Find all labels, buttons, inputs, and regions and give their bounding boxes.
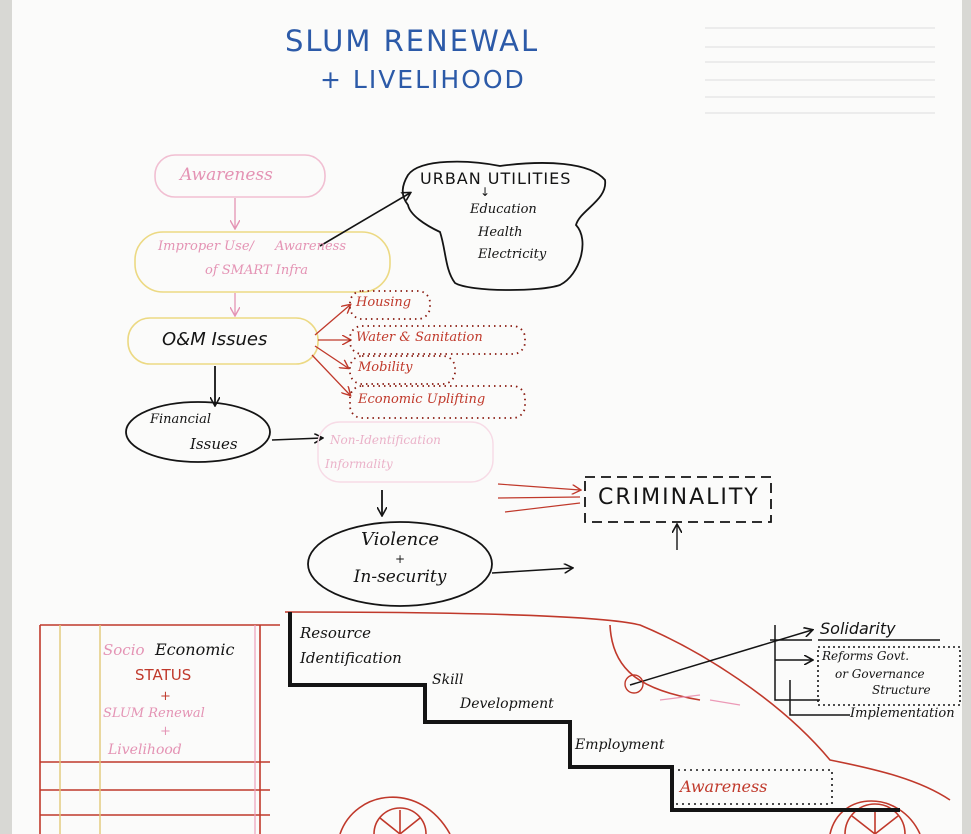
paper-sheet [12,0,962,834]
structure-label: Structure [872,683,931,697]
om-issues-node [127,317,319,365]
urban-utilities-title: URBAN UTILITIES [420,169,572,188]
governance-label: or Governance [835,667,925,681]
faded-corner-table [705,27,935,114]
criminality-node [584,476,772,523]
reforms-label: Reforms Govt. [822,649,910,663]
om-issues-label: O&M Issues [162,329,268,350]
criminality-label: CRIMINALITY [598,485,760,510]
step-label: Identification [300,649,402,667]
socio-label: Socio [103,641,145,659]
bottom-left-frame [39,624,280,834]
livelihood-label: Livelihood [108,742,182,758]
urban-utilities-item: Education [470,202,537,217]
step-label: Development [460,696,554,712]
financial-issues-node [125,401,271,463]
slum-renewal-label: SLUM Renewal [103,706,205,721]
informality-label: Informality [325,457,393,471]
urban-utilities-item: Health [478,225,523,240]
housing-node [349,290,431,320]
improper-use-label-3: of SMART Infra [205,263,309,278]
urban-utilities-cloud [401,160,606,291]
step-label: Resource [300,624,372,642]
insecurity-label: In-security [353,567,447,587]
non-identification-label: Non-Identification [330,433,441,447]
staircase-steps [288,612,900,812]
arrow-to-urban-utilities [319,193,410,247]
arrow-financial-nonid [271,438,322,440]
housing-label: Housing [356,295,412,310]
status-label: STATUS [135,666,192,684]
implementation-label: Implementation [850,706,955,721]
improper-use-label-2: Awareness [275,239,346,254]
economic-label: Economic [155,640,235,659]
violence-plus: + [394,552,406,566]
awareness-top-label: Awareness [180,165,273,185]
non-identification-node [317,421,494,483]
left-edge [0,0,12,834]
financial-issues-label-1: Financial [150,412,212,427]
water-sanitation-label: Water & Sanitation [356,330,483,345]
awareness-step-box [671,769,833,805]
violence-label: Violence [360,529,439,550]
step-label: Awareness [680,777,768,796]
improper-use-node [134,231,391,293]
title-line-2: + LIVELIHOOD [320,65,526,94]
arrow-om-economic [311,354,350,395]
economic-uplifting-label: Economic Uplifting [358,392,486,407]
urban-utilities-item: Electricity [478,247,547,262]
water-sanitation-node [349,325,526,355]
urban-utilities-arrow: ↓ [480,185,491,199]
plus-label: + [160,689,171,704]
financial-issues-label-2: Issues [190,435,238,453]
right-edge [962,0,971,834]
arrow-violence-right [491,568,572,574]
solidarity-label: Solidarity [820,619,896,638]
step-label: Employment [575,737,665,753]
improper-use-label-1: Improper Use/ [158,239,254,254]
title-line-1: SLUM RENEWAL [285,24,540,58]
awareness-top-node [154,154,326,198]
mobility-label: Mobility [358,360,413,375]
violence-node [307,521,493,607]
arrow-to-solidarity [629,630,812,686]
step-label: Skill [432,672,464,688]
arrow-om-mobility [314,345,348,368]
plus-label-2: + [160,724,171,739]
reforms-box [817,646,961,706]
arrow-om-housing [314,305,350,336]
